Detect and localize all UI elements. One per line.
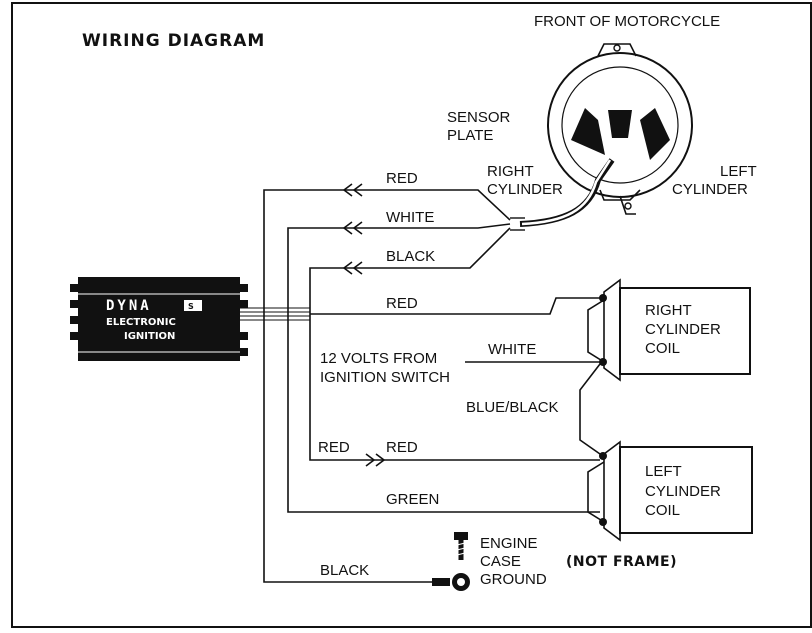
dyna-ignition-module [70,277,248,361]
wire-red-mid-label: RED [386,295,418,312]
wire-blue-black [579,363,601,455]
sensor-plate [547,43,693,215]
wire-white-mid-label: WHITE [488,341,536,358]
left-cylinder-coil [587,440,753,542]
right-coil-label-1: RIGHT [645,302,692,319]
ground-label-1: ENGINE [480,535,538,552]
wire-red-top [263,189,511,583]
wire-red-top-label: RED [386,170,418,187]
right-cylinder-label-1: RIGHT [487,163,534,180]
wire-white-top [287,223,600,513]
right-coil-label-2: CYLINDER [645,321,721,338]
right-coil-label-3: COIL [645,340,680,357]
ignition-switch-label-1: 12 VOLTS FROM [320,350,437,367]
wire-white-top-label: WHITE [386,209,434,226]
module-badge: S [188,302,194,311]
wire-blue-black-label: BLUE/BLACK [466,399,559,416]
sensor-plate-label-2: PLATE [447,127,493,144]
wire-red-mid [310,297,600,315]
left-cylinder-label-2: CYLINDER [672,181,748,198]
left-coil-label-3: COIL [645,502,680,519]
ignition-switch-label-2: IGNITION SWITCH [320,369,450,386]
ground-label-3: GROUND [480,571,547,588]
left-coil-label-1: LEFT [645,463,682,480]
left-cylinder-label-1: LEFT [720,163,757,180]
module-line1: ELECTRONIC [106,317,176,328]
ground-label-2: CASE [480,553,521,570]
right-cylinder-label-2: CYLINDER [487,181,563,198]
module-line2: IGNITION [124,331,175,342]
wire-black-top [309,227,600,461]
wire-green-label: GREEN [386,491,439,508]
module-brand: DYNA [106,298,152,314]
diagram-title: WIRING DIAGRAM [82,31,265,51]
wire-black-top-label: BLACK [386,248,435,265]
right-cylinder-coil [587,278,751,382]
wire-red-right-label: RED [386,439,418,456]
page-border [11,2,812,628]
left-coil-label-2: CYLINDER [645,483,721,500]
wire-black-bottom-label: BLACK [320,562,369,579]
front-of-motorcycle-label: FRONT OF MOTORCYCLE [534,13,720,30]
ground-bolt-icon [454,532,468,560]
not-frame-label: (NOT FRAME) [566,554,677,570]
wire-red-left-label: RED [318,439,350,456]
sensor-plate-label-1: SENSOR [447,109,511,126]
ground-ring-terminal-icon [432,573,470,591]
